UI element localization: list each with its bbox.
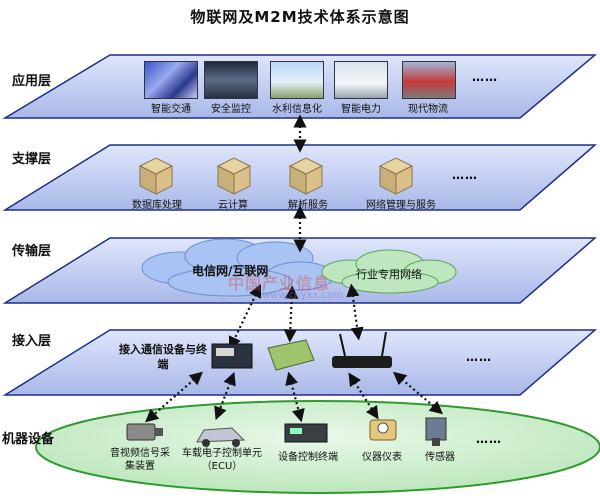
support-item-label: 数据库处理 <box>132 200 182 211</box>
diagram-title: 物联网及M2M技术体系示意图 <box>190 8 410 26</box>
machine-item-label: 音视频信号采集装置 <box>110 448 170 472</box>
layer-label-application: 应用层 <box>12 74 52 89</box>
machine-device-ellipse <box>35 400 600 494</box>
telecom-network-label: 电信网/互联网 <box>192 264 269 278</box>
support-item-label: 网络管理与服务 <box>366 200 436 211</box>
support-item-label: 解析服务 <box>288 200 328 211</box>
machine-ellipsis: …… <box>476 432 502 446</box>
layer-label-access: 接入层 <box>12 334 52 349</box>
smart-traffic-image <box>144 61 198 99</box>
watermark-url: www.chyxx.com <box>262 290 343 301</box>
modern-logistics-image <box>402 61 456 99</box>
machine-item-label: 传感器 <box>425 452 455 463</box>
app-item-label: 安全监控 <box>211 104 251 115</box>
industry-cloud <box>321 249 457 294</box>
layer-label-support: 支撑层 <box>12 152 52 167</box>
security-monitor-image <box>204 61 258 99</box>
smart-power-image <box>334 61 388 99</box>
support-ellipsis: …… <box>452 168 478 182</box>
machine-item-label: 车载电子控制单元（ECU） <box>182 448 262 472</box>
app-item-label: 水利信息化 <box>272 104 322 115</box>
connection-arrows <box>145 114 444 423</box>
machine-device-icons <box>126 417 447 447</box>
water-info-image <box>270 61 324 99</box>
watermark-text: 中国产业信息 <box>228 274 331 293</box>
machine-item-label: 仪器仪表 <box>362 452 402 463</box>
cube-icons <box>138 157 414 195</box>
support-item-label: 云计算 <box>218 200 248 211</box>
access-device-label: 接入通信设备与终端 <box>119 343 207 371</box>
layer-label-transport: 传输层 <box>12 244 52 259</box>
app-item-label: 智能交通 <box>151 104 191 115</box>
app-item-label: 现代物流 <box>408 104 448 115</box>
app-item-label: 智能电力 <box>341 104 381 115</box>
industry-network-label: 行业专用网络 <box>356 268 422 281</box>
layer-label-machine: 机器设备 <box>2 432 55 447</box>
machine-item-label: 设备控制终端 <box>278 452 338 463</box>
app-ellipsis: …… <box>472 70 498 84</box>
access-device-icons <box>211 331 392 371</box>
access-ellipsis: …… <box>466 350 492 364</box>
